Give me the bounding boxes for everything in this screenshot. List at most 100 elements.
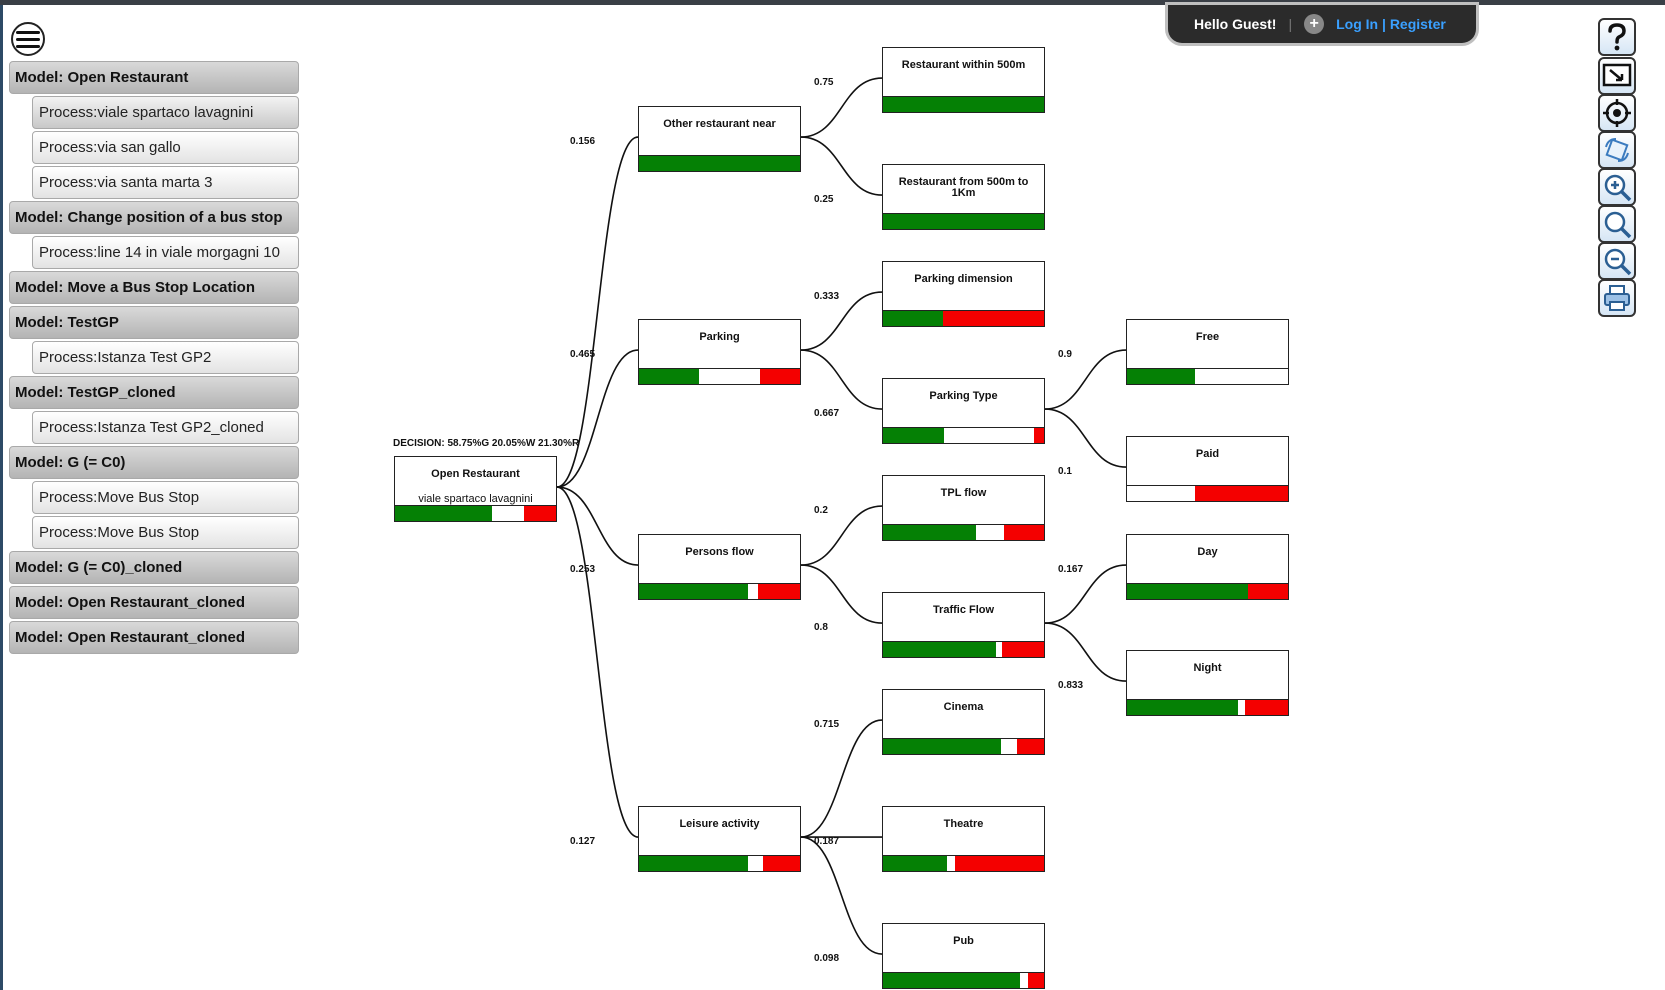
- edge-weight: 0.715: [814, 719, 840, 730]
- score-red-segment: [942, 311, 1044, 326]
- tree-node-persons[interactable]: Persons flow: [638, 534, 801, 600]
- score-white-segment: [491, 506, 524, 521]
- score-green-segment: [883, 97, 1044, 112]
- edge-weight: 0.667: [814, 408, 840, 419]
- tree-node-from500[interactable]: Restaurant from 500m to 1Km: [882, 164, 1045, 230]
- sidebar-model-item[interactable]: Model: G (= C0)_cloned: [9, 551, 299, 584]
- help-icon[interactable]: [1598, 18, 1636, 56]
- node-score-bar: [1127, 583, 1288, 599]
- score-green-segment: [883, 311, 943, 326]
- score-green-segment: [883, 739, 1001, 754]
- node-label: Restaurant within 500m: [901, 59, 1026, 71]
- divider: |: [1288, 16, 1293, 32]
- sidebar-model-item[interactable]: Model: Move a Bus Stop Location: [9, 271, 299, 304]
- plus-icon[interactable]: +: [1304, 14, 1325, 34]
- score-red-segment: [1194, 486, 1288, 501]
- sidebar-model-item[interactable]: Model: Change position of a bus stop: [9, 201, 299, 234]
- node-label: Theatre: [943, 818, 984, 830]
- login-link[interactable]: Log In: [1336, 16, 1379, 32]
- sidebar-model-item[interactable]: Model: G (= C0): [9, 446, 299, 479]
- tree-node-cinema[interactable]: Cinema: [882, 689, 1045, 755]
- node-score-bar: [1127, 368, 1288, 384]
- tree-node-parking[interactable]: Parking: [638, 319, 801, 385]
- node-label: Free: [1195, 331, 1220, 343]
- sidebar-process-item[interactable]: Process:viale spartaco lavagnini: [32, 96, 299, 129]
- score-red-segment: [1244, 700, 1288, 715]
- node-score-bar: [639, 368, 800, 384]
- sidebar-process-item[interactable]: Process:Istanza Test GP2_cloned: [32, 411, 299, 444]
- tree-node-theatre[interactable]: Theatre: [882, 806, 1045, 872]
- score-white-segment: [1000, 739, 1017, 754]
- edge-weight: 0.167: [1058, 564, 1084, 575]
- node-label: Persons flow: [685, 546, 754, 558]
- tree-node-free[interactable]: Free: [1126, 319, 1289, 385]
- edge-weight: 0.25: [814, 194, 834, 205]
- score-white-segment: [698, 369, 760, 384]
- node-score-bar: [883, 641, 1044, 657]
- tree-node-pub[interactable]: Pub: [882, 923, 1045, 989]
- node-score-bar: [639, 155, 800, 171]
- sidebar-process-item[interactable]: Process:via san gallo: [32, 131, 299, 164]
- register-link[interactable]: Register: [1389, 16, 1446, 32]
- tree-node-traffic[interactable]: Traffic Flow: [882, 592, 1045, 658]
- tree-node-pdim[interactable]: Parking dimension: [882, 261, 1045, 327]
- edge-weight: 0.465: [570, 349, 596, 360]
- tree-node-tpl[interactable]: TPL flow: [882, 475, 1045, 541]
- score-red-segment: [759, 369, 800, 384]
- score-green-segment: [639, 856, 749, 871]
- sidebar-model-item[interactable]: Model: TestGP: [9, 306, 299, 339]
- sidebar-process-item[interactable]: Process:Istanza Test GP2: [32, 341, 299, 374]
- sidebar-process-item[interactable]: Process:via santa marta 3: [32, 166, 299, 199]
- score-white-segment: [1194, 369, 1288, 384]
- edge-weight: 0.253: [570, 564, 596, 575]
- node-label: Restaurant from 500m to 1Km: [898, 176, 1029, 199]
- node-label: Cinema: [943, 701, 984, 713]
- node-score-bar: [1127, 485, 1288, 501]
- tree-node-other[interactable]: Other restaurant near: [638, 106, 801, 172]
- score-red-segment: [1002, 642, 1044, 657]
- score-red-segment: [523, 506, 556, 521]
- tree-node-within[interactable]: Restaurant within 500m: [882, 47, 1045, 113]
- center-target-icon[interactable]: [1598, 94, 1636, 132]
- connector-paid: [1044, 408, 1127, 468]
- score-red-segment: [1034, 428, 1044, 443]
- node-label: Parking Type: [929, 390, 998, 402]
- sidebar-process-item[interactable]: Process:Move Bus Stop: [32, 516, 299, 549]
- print-icon[interactable]: [1598, 279, 1636, 317]
- score-green-segment: [883, 214, 1044, 229]
- sidebar-process-item[interactable]: Process:line 14 in viale morgagni 10: [32, 236, 299, 269]
- node-label: Leisure activity: [679, 818, 760, 830]
- connector-traffic: [800, 564, 883, 624]
- node-label: Other restaurant near: [663, 118, 776, 130]
- score-green-segment: [883, 525, 977, 540]
- score-green-segment: [1127, 369, 1195, 384]
- sidebar-model-item[interactable]: Model: TestGP_cloned: [9, 376, 299, 409]
- node-score-bar: [883, 738, 1044, 754]
- top-border: [0, 0, 1665, 5]
- node-score-bar: [883, 855, 1044, 871]
- score-white-segment: [944, 428, 1035, 443]
- sidebar-model-item[interactable]: Model: Open Restaurant_cloned: [9, 586, 299, 619]
- tree-node-ptype[interactable]: Parking Type: [882, 378, 1045, 444]
- edge-weight: 0.187: [814, 836, 840, 847]
- score-green-segment: [639, 369, 699, 384]
- node-label: Day: [1197, 546, 1218, 558]
- menu-icon[interactable]: [11, 22, 45, 56]
- sidebar-model-item[interactable]: Model: Open Restaurant: [9, 61, 299, 94]
- tree-node-night[interactable]: Night: [1126, 650, 1289, 716]
- connector-persons: [556, 486, 639, 566]
- node-label: Open Restaurant: [431, 468, 520, 480]
- sidebar-process-item[interactable]: Process:Move Bus Stop: [32, 481, 299, 514]
- score-white-segment: [1238, 700, 1245, 715]
- sidebar-model-item[interactable]: Model: Open Restaurant_cloned: [9, 621, 299, 654]
- zoom-in-icon[interactable]: [1598, 168, 1636, 206]
- tree-node-paid[interactable]: Paid: [1126, 436, 1289, 502]
- score-white-segment: [947, 856, 956, 871]
- node-score-bar: [883, 310, 1044, 326]
- score-green-segment: [395, 506, 492, 521]
- tree-node-leisure[interactable]: Leisure activity: [638, 806, 801, 872]
- tree-node-day[interactable]: Day: [1126, 534, 1289, 600]
- node-score-bar: [883, 524, 1044, 540]
